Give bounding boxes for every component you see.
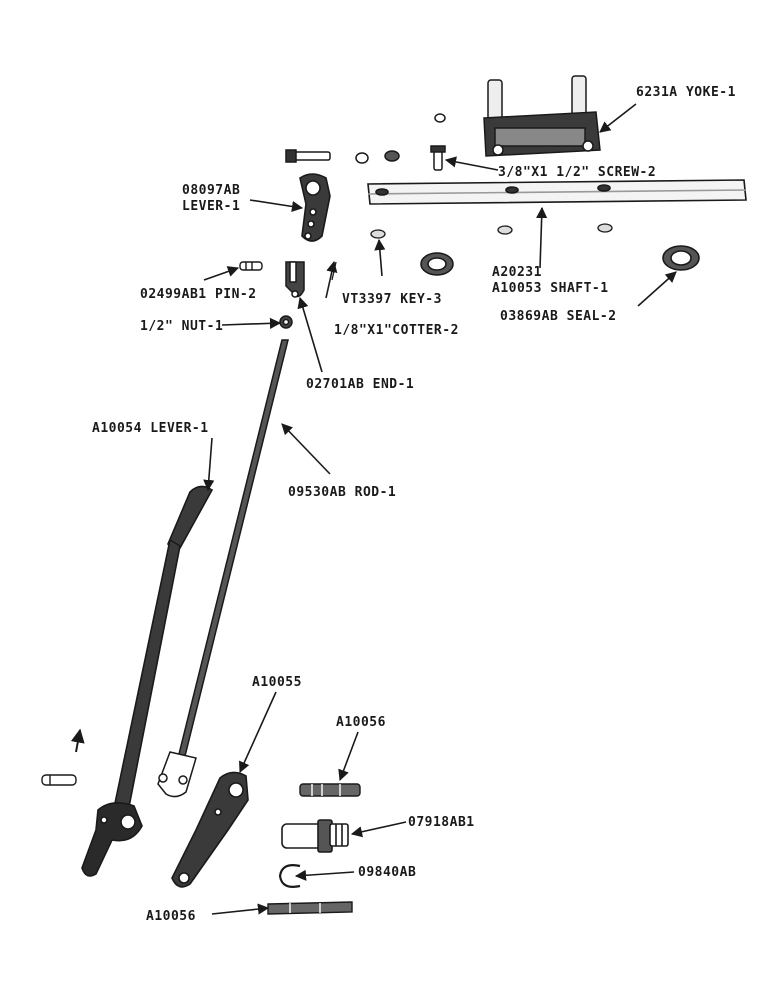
label-nut: 1/2" NUT-1 <box>140 319 223 334</box>
label-top-lever-number: 08097AB <box>182 183 240 198</box>
leader-lines <box>203 103 677 915</box>
label-top-lever-name: LEVER-1 <box>182 199 240 214</box>
stud-bottom-part <box>267 901 353 915</box>
label-main-lever: A10054 LEVER-1 <box>92 421 209 436</box>
top-lever-part <box>299 173 331 242</box>
rod-part <box>157 339 289 798</box>
label-a10056-bottom: A10056 <box>146 909 196 924</box>
label-09840ab: 09840AB <box>358 865 416 880</box>
fitting-part <box>281 819 349 853</box>
label-pin: 02499AB1 PIN-2 <box>140 287 257 302</box>
nut-part <box>279 315 293 329</box>
label-cotter: 1/8"X1"COTTER-2 <box>334 323 459 338</box>
small-pin-part <box>41 774 77 786</box>
label-07918ab1: 07918AB1 <box>408 815 475 830</box>
bell-crank-part <box>171 771 249 888</box>
part-labels: 6231A YOKE-1 3/8"X1 1/2" SCREW-2 08097AB… <box>92 85 736 924</box>
label-a10055: A10055 <box>252 675 302 690</box>
small-nut-part <box>434 113 446 123</box>
pin-part <box>239 261 263 271</box>
label-a10056-top: A10056 <box>336 715 386 730</box>
label-seal: 03869AB SEAL-2 <box>500 309 617 324</box>
shaft-part <box>367 179 747 205</box>
label-shaft-number: A20231 <box>492 265 542 280</box>
stud-top-part <box>299 783 361 797</box>
label-screw: 3/8"X1 1/2" SCREW-2 <box>498 165 656 180</box>
retaining-ring-part <box>278 864 301 888</box>
direction-arrow <box>70 728 85 753</box>
yoke-part <box>483 75 601 157</box>
label-key: VT3397 KEY-3 <box>342 292 442 307</box>
main-lever-part <box>81 485 214 877</box>
label-rod: 09530AB ROD-1 <box>288 485 396 500</box>
clevis-end-part <box>285 261 305 298</box>
key-part <box>370 223 613 239</box>
label-end: 02701AB END-1 <box>306 377 414 392</box>
label-shaft: A10053 SHAFT-1 <box>492 281 609 296</box>
seal-part <box>420 245 700 276</box>
screw-part <box>285 145 446 171</box>
label-yoke: 6231A YOKE-1 <box>636 85 736 100</box>
